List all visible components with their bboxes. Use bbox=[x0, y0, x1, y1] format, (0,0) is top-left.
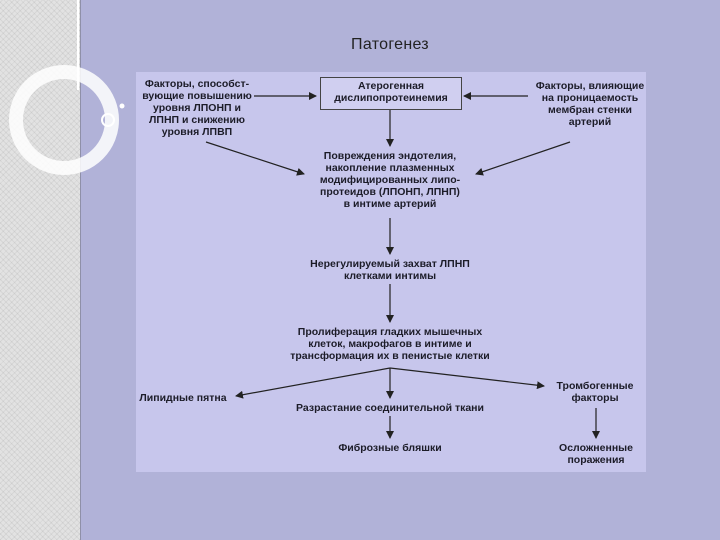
node-text-line: Факторы, способст- bbox=[144, 78, 250, 90]
node-text-line: Липидные пятна bbox=[139, 392, 227, 404]
node-text-line: клеток, макрофагов в интиме и bbox=[308, 338, 472, 350]
node-lipid-spots: Липидные пятна bbox=[130, 392, 236, 404]
node-text-line: модифицированных липо- bbox=[319, 174, 461, 186]
node-factors-right: Факторы, влияющие на проницаемость мембр… bbox=[528, 80, 652, 128]
arrow-right-factors-to-endothelium bbox=[475, 141, 571, 176]
node-text-line: Повреждения эндотелия, bbox=[323, 150, 457, 162]
node-text-line: Факторы, влияющие bbox=[535, 80, 645, 92]
node-text-line: поражения bbox=[567, 454, 625, 466]
node-text-line: клетками интимы bbox=[343, 270, 437, 282]
node-text-line: трансформация их в пенистые клетки bbox=[290, 350, 490, 362]
node-text-line: ЛПНП и снижению bbox=[149, 114, 245, 126]
node-text-line: Фиброзные бляшки bbox=[338, 442, 442, 454]
node-fibrous-plaques: Фиброзные бляшки bbox=[320, 442, 460, 454]
deco-ring-small bbox=[101, 113, 115, 127]
arrow-left-factors-to-endothelium bbox=[205, 141, 305, 176]
node-text-line: мембран стенки bbox=[548, 104, 632, 116]
node-text-line: артерий bbox=[568, 116, 612, 128]
node-text-line: Атерогенная bbox=[357, 80, 425, 92]
arrow-proliferation-to-thrombogenic bbox=[389, 367, 545, 390]
slide-title: Патогенез bbox=[351, 36, 429, 53]
arrow-proliferation-to-lipid-spots bbox=[235, 367, 391, 399]
node-text-line: уровня ЛПОНП и bbox=[153, 102, 241, 114]
node-text-line: Осложненные bbox=[559, 442, 633, 454]
decorative-side-panel bbox=[0, 0, 81, 540]
deco-ring-large bbox=[9, 65, 119, 175]
node-text-line: Разрастание соединительной ткани bbox=[296, 402, 484, 414]
node-text-line: Пролиферация гладких мышечных bbox=[297, 326, 483, 338]
node-complicated-lesions: Осложненные поражения bbox=[546, 442, 646, 466]
node-proliferation: Пролиферация гладких мышечных клеток, ма… bbox=[272, 326, 508, 362]
node-text-line: дислипопротеинемия bbox=[334, 92, 448, 104]
node-factors-left: Факторы, способст- вующие повышению уров… bbox=[132, 78, 262, 138]
node-atherogenic-dyslipoproteinemia: Атерогенная дислипопротеинемия bbox=[320, 77, 462, 110]
node-text-line: факторы bbox=[571, 392, 619, 404]
deco-dot bbox=[119, 103, 125, 109]
node-endothelium-damage: Повреждения эндотелия, накопление плазме… bbox=[300, 150, 480, 210]
flowchart-arrows bbox=[205, 92, 600, 439]
pathogenesis-flowchart: Факторы, способст- вующие повышению уров… bbox=[136, 72, 646, 472]
node-text-line: накопление плазменных bbox=[325, 162, 455, 174]
decorative-circles bbox=[9, 0, 125, 175]
node-text-line: уровня ЛПВП bbox=[161, 126, 233, 138]
node-text-line: в интиме артерий bbox=[343, 198, 437, 210]
node-connective-tissue: Разрастание соединительной ткани bbox=[280, 402, 500, 414]
node-text-line: Нерегулируемый захват ЛПНП bbox=[310, 258, 470, 270]
node-thrombogenic-factors: Тромбогенные факторы bbox=[544, 380, 646, 404]
node-text-line: на проницаемость bbox=[541, 92, 639, 104]
node-ldl-uptake: Нерегулируемый захват ЛПНП клетками инти… bbox=[290, 258, 490, 282]
node-text-line: протеидов (ЛПОНП, ЛПНП) bbox=[320, 186, 460, 198]
node-text-line: Тромбогенные bbox=[556, 380, 634, 392]
node-text-line: вующие повышению bbox=[142, 90, 252, 102]
